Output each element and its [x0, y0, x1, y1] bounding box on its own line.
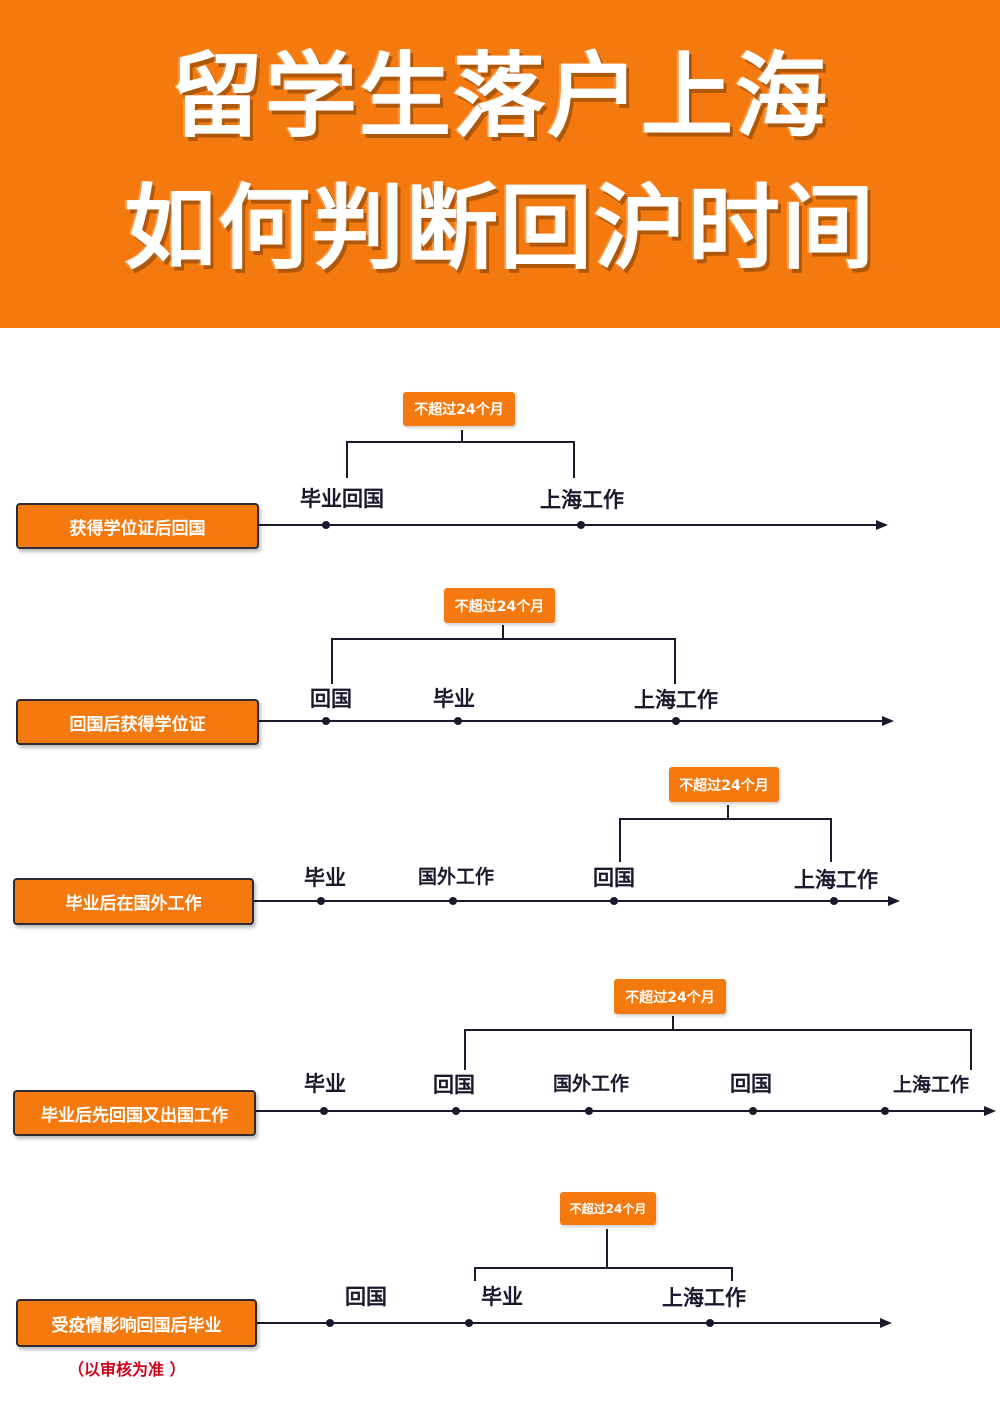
- bracket-4: [464, 1029, 972, 1070]
- event-dot: [454, 717, 462, 725]
- event-dot: [610, 897, 618, 905]
- event-label: 国外工作: [418, 866, 495, 888]
- event-dot: [326, 1319, 334, 1327]
- event-dot: [749, 1107, 757, 1115]
- event-dot: [317, 897, 325, 905]
- event-dot: [322, 521, 330, 529]
- event-dot: [672, 717, 680, 725]
- case-label-1: 获得学位证后回国: [16, 503, 259, 549]
- event-dot: [320, 1107, 328, 1115]
- event-label: 上海工作: [794, 868, 878, 892]
- bracket-2: [331, 638, 676, 684]
- event-label: 回国: [730, 1072, 772, 1096]
- event-dot: [322, 717, 330, 725]
- bracket-5: [474, 1267, 733, 1281]
- review-note: （以审核为准 ）: [68, 1360, 186, 1379]
- case-label-2: 回国后获得学位证: [16, 699, 259, 745]
- header-banner: 留学生落户上海 如何判断回沪时间: [0, 0, 1000, 328]
- event-label: 回国: [433, 1073, 475, 1097]
- case-label-3: 毕业后在国外工作: [13, 878, 254, 925]
- event-label: 毕业: [433, 687, 475, 711]
- event-dot: [706, 1319, 714, 1327]
- duration-tag-2: 不超过24个月: [444, 588, 555, 623]
- event-dot: [452, 1107, 460, 1115]
- event-label: 毕业: [304, 1072, 346, 1096]
- event-dot: [577, 521, 585, 529]
- bracket-1: [346, 441, 575, 478]
- event-dot: [449, 897, 457, 905]
- event-label: 上海工作: [634, 688, 718, 712]
- event-label: 回国: [310, 687, 352, 711]
- case-label-4: 毕业后先回国又出国工作: [13, 1090, 256, 1136]
- event-label: 回国: [593, 866, 635, 890]
- event-label: 上海工作: [662, 1286, 746, 1310]
- event-label: 上海工作: [540, 488, 624, 512]
- event-label: 毕业回国: [300, 487, 384, 511]
- timeline-diagram: [254, 430, 996, 1328]
- bracket-3: [619, 818, 832, 862]
- event-dot: [585, 1107, 593, 1115]
- duration-tag-4: 不超过24个月: [614, 979, 726, 1014]
- event-label: 毕业: [481, 1285, 523, 1309]
- event-dot: [830, 897, 838, 905]
- duration-tag-3: 不超过24个月: [669, 767, 779, 802]
- event-label: 上海工作: [893, 1074, 970, 1096]
- case-label-5: 受疫情影响回国后毕业: [16, 1299, 257, 1347]
- title-line-1: 留学生落户上海: [170, 42, 829, 150]
- event-label: 毕业: [304, 866, 346, 890]
- title-line-2: 如何判断回沪时间: [123, 174, 876, 282]
- event-dot: [465, 1319, 473, 1327]
- duration-tag-1: 不超过24个月: [403, 392, 515, 426]
- event-label: 国外工作: [553, 1073, 630, 1095]
- event-label: 回国: [345, 1285, 387, 1309]
- duration-tag-5: 不超过24个月: [560, 1192, 656, 1225]
- event-dot: [881, 1107, 889, 1115]
